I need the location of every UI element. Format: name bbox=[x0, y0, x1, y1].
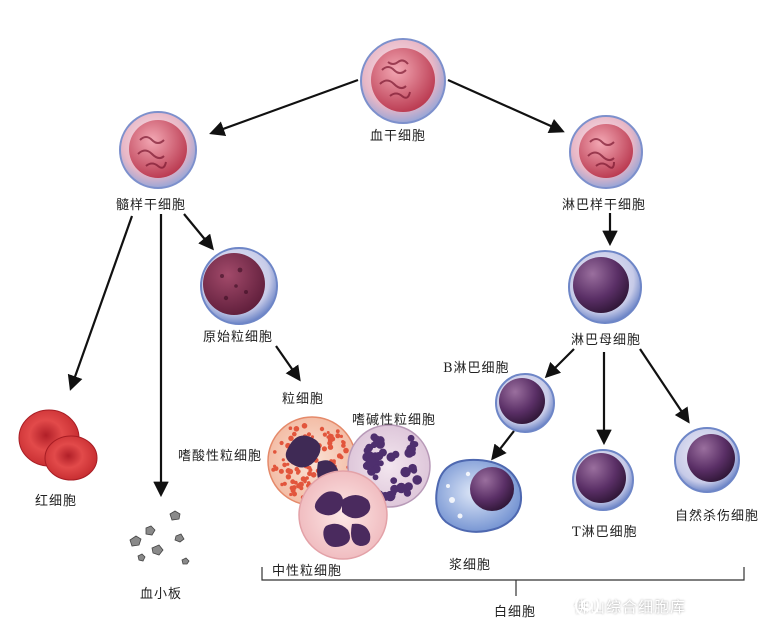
t-lymphocyte-cell bbox=[572, 449, 634, 511]
myeloblast-cell bbox=[200, 247, 278, 325]
label-basophil: 嗜碱性粒细胞 bbox=[352, 413, 437, 428]
label-nk-cell: 自然杀伤细胞 bbox=[675, 509, 760, 524]
arrows bbox=[67, 78, 690, 498]
label-lymphoblast: 淋巴母细胞 bbox=[571, 333, 642, 348]
arrow-myeloid-to-rbc bbox=[67, 215, 134, 391]
neutrophil-cell bbox=[298, 470, 388, 560]
label-myeloblast: 原始粒细胞 bbox=[203, 330, 274, 345]
arrow-lymphoblast-to-b bbox=[544, 348, 575, 379]
basophil-cell bbox=[347, 424, 431, 508]
arrow-hsc-to-myeloid bbox=[209, 78, 359, 137]
arrow-myeloid-to-myeloblast bbox=[183, 213, 214, 251]
watermark: 佛山综合细胞库 bbox=[574, 592, 686, 620]
label-platelet: 血小板 bbox=[140, 587, 183, 602]
label-neutrophil: 中性粒细胞 bbox=[272, 564, 343, 579]
label-granulocyte: 粒细胞 bbox=[282, 392, 325, 407]
label-red-blood-cell: 红细胞 bbox=[35, 494, 78, 509]
nk-cell bbox=[674, 427, 740, 493]
myeloid-stem-cell bbox=[119, 111, 197, 189]
label-lymphoid-stem-cell: 淋巴样干细胞 bbox=[562, 198, 647, 213]
label-white-blood-cell: 白细胞 bbox=[494, 605, 537, 620]
label-eosinophil: 嗜酸性粒细胞 bbox=[178, 449, 263, 464]
wbc-bracket bbox=[261, 567, 745, 596]
arrow-b-to-plasma bbox=[491, 430, 515, 461]
b-lymphocyte-cell bbox=[495, 373, 555, 433]
label-plasma-cell: 浆细胞 bbox=[449, 558, 492, 573]
arrow-myeloblast-to-granulocyte bbox=[275, 345, 301, 382]
red-blood-cells bbox=[18, 409, 98, 481]
label-hematopoietic-stem-cell: 血干细胞 bbox=[370, 129, 427, 144]
lymphoid-stem-cell bbox=[569, 115, 643, 189]
arrow-lymphoblast-to-nk bbox=[639, 348, 690, 424]
watermark-text: 佛山综合细胞库 bbox=[574, 597, 687, 616]
label-myeloid-stem-cell: 髓样干细胞 bbox=[116, 198, 187, 213]
platelets bbox=[129, 510, 190, 565]
label-t-lymphocyte: T淋巴细胞 bbox=[572, 525, 638, 540]
plasma-cell bbox=[435, 458, 522, 533]
label-b-lymphocyte: B淋巴细胞 bbox=[443, 361, 510, 376]
arrow-hsc-to-lymphoid bbox=[447, 78, 565, 133]
hsc-cell bbox=[360, 38, 446, 124]
wechat-official-account-icon bbox=[575, 593, 599, 617]
lymphoblast-cell bbox=[568, 250, 642, 324]
